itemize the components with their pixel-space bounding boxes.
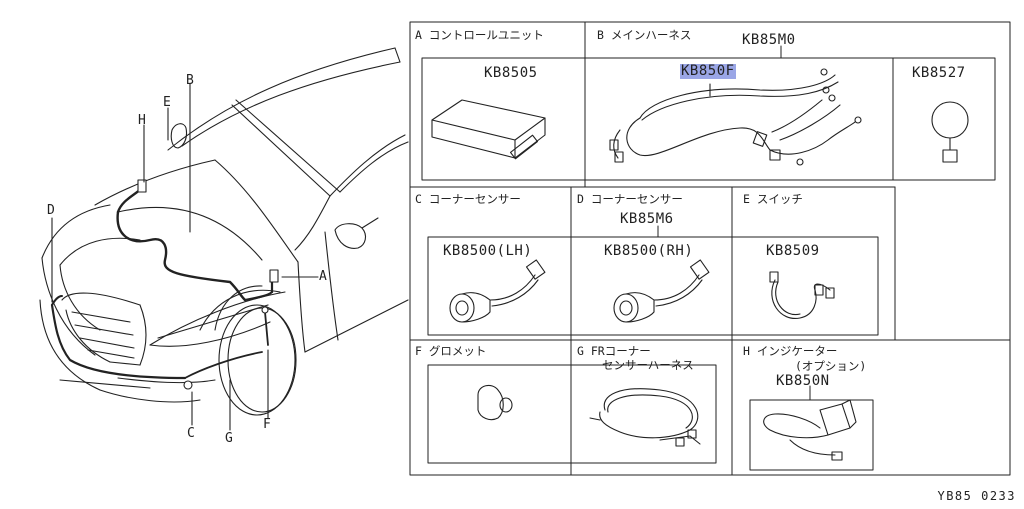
section-g-title-1: G FRコーナー xyxy=(577,344,651,358)
callout-g: G xyxy=(225,431,233,446)
callout-b: B xyxy=(186,73,194,88)
panel-grid xyxy=(409,21,1011,476)
part-kb850n: KB850N xyxy=(776,373,830,389)
section-c-title: C コーナーセンサー xyxy=(415,192,521,206)
section-d-assembly: KB85M6 xyxy=(620,211,674,227)
callout-a: A xyxy=(319,269,327,284)
kb8527-drawing xyxy=(931,101,969,163)
part-kb8505: KB8505 xyxy=(484,65,538,81)
section-a-title: A コントロールユニット xyxy=(415,28,544,42)
car-illustration xyxy=(39,47,409,431)
part-kb8500-rh: KB8500(RH) xyxy=(604,243,694,259)
part-kb8500-lh: KB8500(LH) xyxy=(443,243,533,259)
grommet-drawing xyxy=(477,384,513,421)
diagram-code: YB85 0233 xyxy=(937,489,1016,503)
section-h-title-1: H インジケーター xyxy=(743,344,838,358)
main-harness-drawing xyxy=(609,68,862,166)
callout-e: E xyxy=(163,95,171,110)
switch-drawing xyxy=(769,271,835,319)
section-d-title: D コーナーセンサー xyxy=(577,192,683,206)
part-kb850f: KB850F xyxy=(680,63,736,79)
section-h-title-2: (オプション) xyxy=(795,359,867,373)
corner-sensor-rh-drawing xyxy=(613,259,710,323)
section-b-assembly: KB85M0 xyxy=(742,32,796,48)
part-kb8509: KB8509 xyxy=(766,243,820,259)
section-g-title-2: センサーハーネス xyxy=(602,358,694,372)
callout-f: F xyxy=(263,417,271,432)
callout-h: H xyxy=(138,113,146,128)
callout-d: D xyxy=(47,203,55,218)
indicator-drawing xyxy=(763,399,857,461)
control-unit-drawing xyxy=(431,99,546,160)
part-kb8527: KB8527 xyxy=(912,65,966,81)
section-f-title: F グロメット xyxy=(415,344,487,358)
callout-c: C xyxy=(187,426,195,441)
corner-sensor-lh-drawing xyxy=(449,259,546,323)
section-e-title: E スイッチ xyxy=(743,192,803,206)
section-b-title: B メインハーネス xyxy=(597,28,692,42)
fr-harness-drawing xyxy=(589,388,701,447)
